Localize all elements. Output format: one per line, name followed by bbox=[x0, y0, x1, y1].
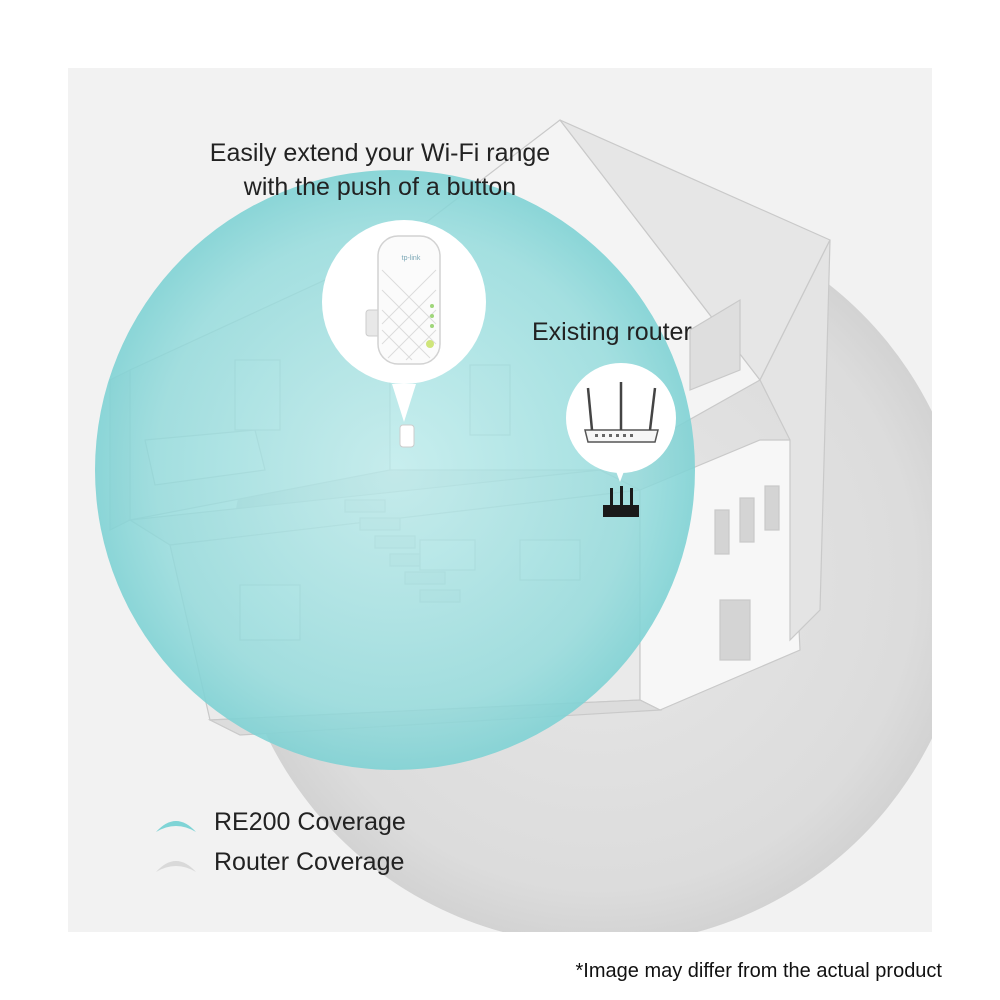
legend-label: Router Coverage bbox=[214, 848, 405, 876]
router-icon bbox=[584, 382, 659, 443]
headline-line-2: with the push of a button bbox=[243, 173, 517, 201]
footnote: *Image may differ from the actual produc… bbox=[575, 960, 942, 982]
headline-line-1: Easily extend your Wi-Fi range bbox=[209, 139, 551, 167]
router-on-floor bbox=[603, 486, 639, 517]
extender-on-wall bbox=[399, 424, 415, 448]
router-label: Existing router bbox=[532, 318, 692, 346]
extender-brand-text: tp-link bbox=[402, 255, 421, 262]
svg-text:tp-link: tp-link bbox=[402, 255, 421, 262]
extender-coverage-area bbox=[95, 170, 695, 770]
range-extender-icon bbox=[365, 235, 441, 365]
headline: Easily extend your Wi-Fi range with the … bbox=[160, 136, 600, 204]
router-coverage-swatch-icon bbox=[156, 861, 196, 872]
extender-coverage-swatch-icon bbox=[156, 821, 196, 832]
legend-label: RE200 Coverage bbox=[214, 808, 406, 836]
